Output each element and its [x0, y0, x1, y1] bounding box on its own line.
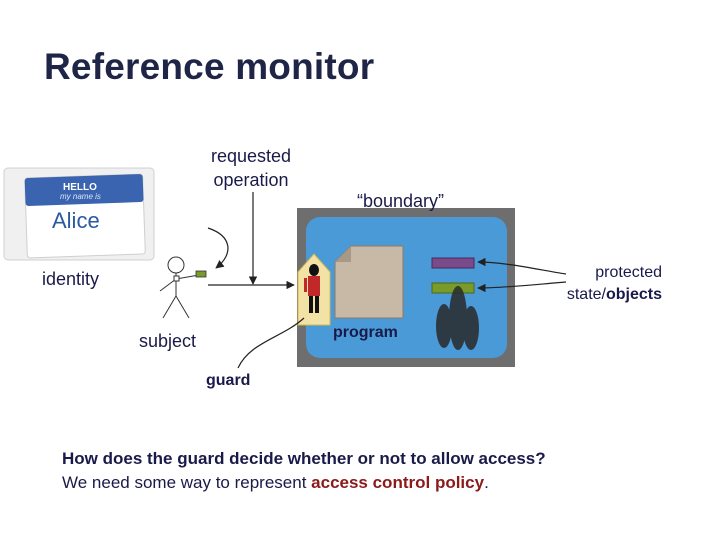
- protected-arrow-bottom: [477, 281, 567, 293]
- identity-label: identity: [42, 269, 100, 289]
- nametag-my-name-is: my name is: [60, 192, 101, 201]
- guard-label: guard: [206, 372, 251, 389]
- policy-suffix: .: [484, 473, 489, 492]
- policy-prefix: We need some way to represent: [62, 473, 312, 492]
- shadow-figures: [436, 286, 479, 350]
- protected-line2-bold: objects: [605, 286, 662, 303]
- protected-objects-label: protected state/objects: [540, 262, 662, 306]
- protected-line2-prefix: state/: [566, 286, 606, 303]
- identity-arrow: [207, 227, 229, 269]
- boundary-label: “boundary”: [357, 191, 445, 211]
- requested-operation-label: requested operation: [210, 146, 292, 190]
- program-label: program: [333, 324, 398, 341]
- nametag-name: Alice: [52, 208, 100, 233]
- program-icon: [334, 245, 404, 319]
- nametag-hello: HELLO: [63, 182, 97, 193]
- subject-label: subject: [139, 331, 197, 351]
- subject-stick-figure: [159, 256, 200, 319]
- protected-arrow-top: [477, 257, 567, 275]
- policy-statement: We need some way to represent access con…: [62, 473, 489, 493]
- protected-object-purple: [431, 257, 475, 269]
- guard-pointer-line: [237, 317, 305, 369]
- protected-line1: protected: [595, 264, 662, 281]
- name-tag-image: [3, 167, 155, 261]
- guard-figure: [297, 253, 331, 326]
- request-token-icon: [195, 270, 207, 278]
- policy-emphasis: access control policy: [311, 473, 485, 492]
- slide-title: Reference monitor: [44, 46, 375, 87]
- question-text: How does the guard decide whether or not…: [62, 449, 546, 468]
